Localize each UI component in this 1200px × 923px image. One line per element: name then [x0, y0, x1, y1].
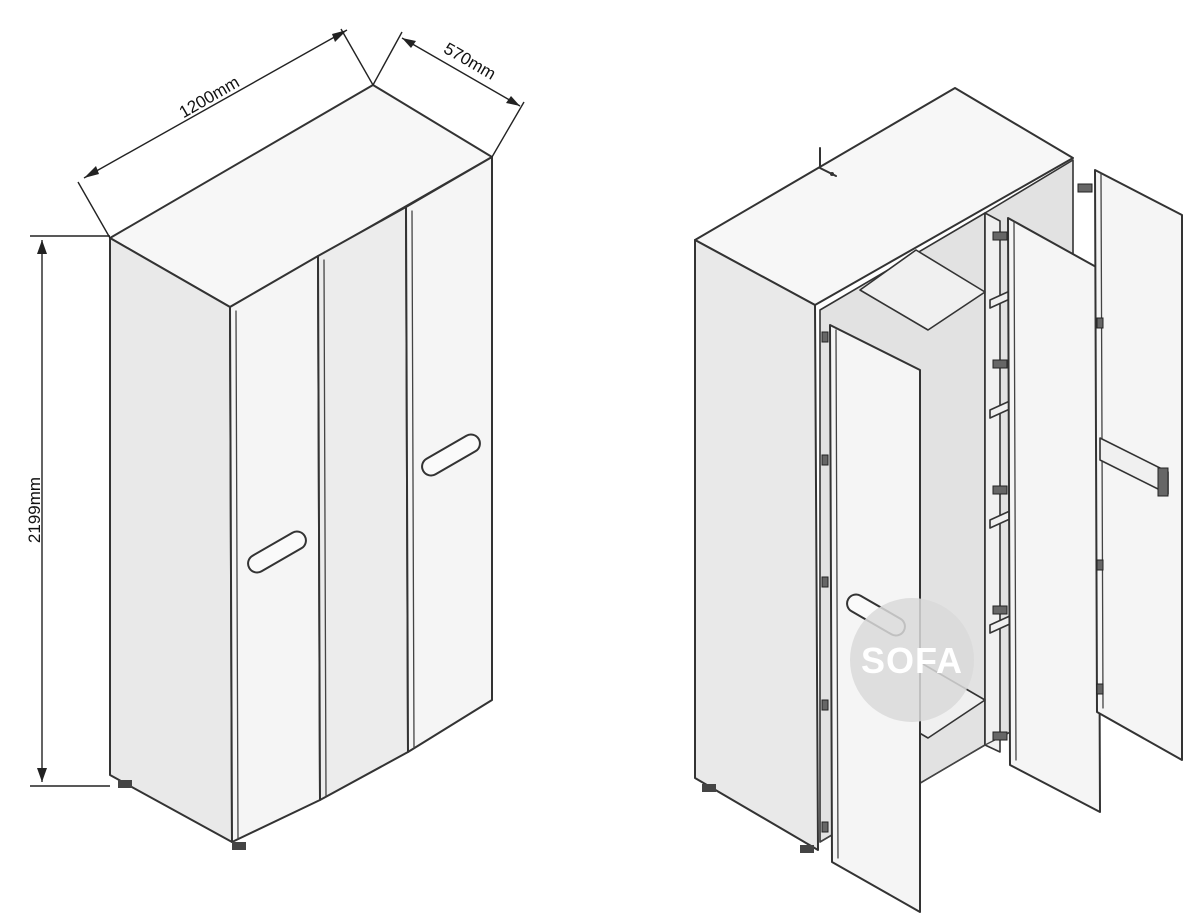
open-middle-door-edge	[1013, 221, 1017, 761]
middle-door	[317, 206, 409, 801]
height-dimension: 2199mm	[25, 235, 110, 787]
right-door-handle	[421, 433, 481, 477]
watermark-text: SOFA	[861, 640, 963, 681]
open-wardrobe	[694, 87, 1183, 913]
foot-left	[118, 780, 132, 788]
open-foot-left	[702, 784, 716, 792]
open-side-panel	[694, 239, 819, 851]
sofa-watermark-logo: SOFA	[850, 598, 974, 722]
open-left-door-edge	[835, 329, 839, 859]
closed-wardrobe	[109, 84, 493, 850]
left-door-edge	[235, 310, 239, 839]
wardrobe-side-panel	[109, 237, 233, 843]
interior-divider	[984, 212, 1001, 753]
middle-door-edge	[323, 259, 327, 797]
height-label: 2199mm	[25, 477, 44, 543]
open-middle-door	[1007, 217, 1101, 813]
right-door-edge	[411, 210, 415, 749]
open-foot-front	[800, 845, 814, 853]
left-door-handle	[247, 530, 307, 574]
wall-bracket-icon	[819, 147, 837, 177]
hinge-icons	[821, 183, 1104, 833]
top-shelf	[859, 249, 986, 331]
foot-front	[232, 842, 246, 850]
hanging-rail-icon	[1099, 437, 1169, 497]
width-label: 1200mm	[176, 72, 243, 122]
